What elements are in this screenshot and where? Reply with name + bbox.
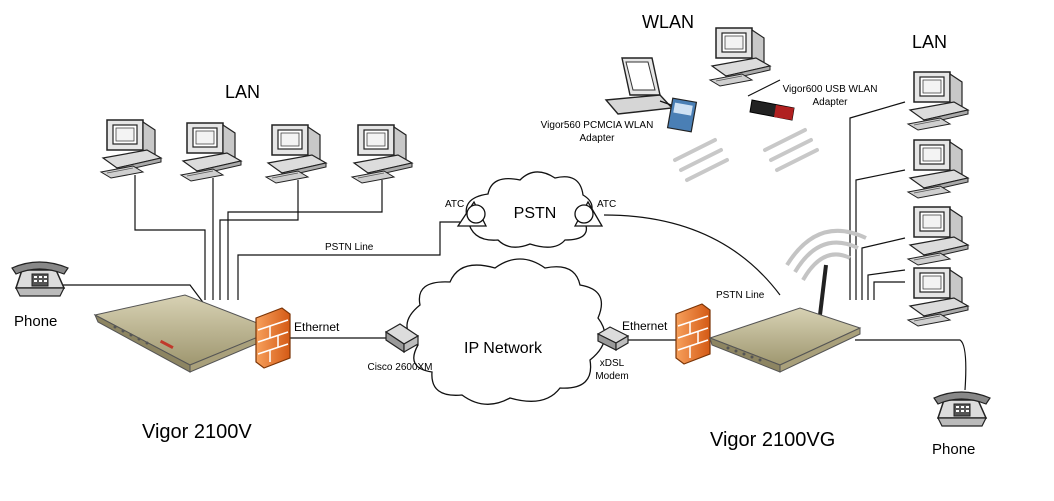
atc-right-label: ATC: [597, 199, 616, 210]
pcmcia-card-icon: [666, 97, 698, 133]
computer-icon: [265, 124, 327, 184]
vigor-2100v-label: Vigor 2100V: [142, 421, 252, 443]
firewall-icon: [675, 303, 711, 365]
antenna-icon: [818, 264, 828, 316]
ethernet-right-label: Ethernet: [622, 319, 668, 333]
pstn-line-right-label: PSTN Line: [716, 290, 765, 301]
lan-left-label: LAN: [225, 82, 260, 102]
usb-label-line2: Adapter: [812, 97, 848, 108]
firewall-icon: [255, 307, 291, 369]
phone-right-label: Phone: [932, 441, 975, 458]
telephone-icon: [933, 391, 991, 427]
ethernet-left-label: Ethernet: [294, 320, 340, 334]
vigor-2100v-router: [93, 294, 277, 373]
cisco-router-icon: [384, 323, 420, 354]
wireless-waves-icon: [763, 128, 819, 172]
usb-adapter-icon: [747, 79, 795, 121]
computer-icon: [907, 206, 969, 266]
xdsl-modem-icon: [596, 326, 630, 352]
pstn-line-left-label: PSTN Line: [325, 242, 374, 253]
xdsl-label-line1: xDSL: [600, 358, 625, 369]
computer-icon: [100, 119, 162, 179]
wlan-label: WLAN: [642, 12, 694, 32]
pstn-cloud: PSTN: [465, 171, 593, 248]
pstn-label: PSTN: [514, 205, 557, 222]
phone-left-label: Phone: [14, 313, 57, 330]
atc-left-label: ATC: [445, 199, 464, 210]
atc-left: ATC: [445, 199, 488, 227]
vigor-2100vg-label: Vigor 2100VG: [710, 429, 835, 451]
computer-icon: [907, 71, 969, 131]
computer-icon: [907, 267, 969, 327]
ip-network-label: IP Network: [464, 340, 543, 357]
xdsl-label-line2: Modem: [595, 371, 628, 382]
computer-icon: [907, 139, 969, 199]
vigor-2100vg-router: [708, 307, 862, 373]
telephone-icon: [11, 261, 69, 297]
computer-icon: [351, 124, 413, 184]
wireless-waves-icon: [785, 228, 867, 281]
pcmcia-label-line1: Vigor560 PCMCIA WLAN: [541, 120, 654, 131]
pcmcia-label-line2: Adapter: [579, 133, 615, 144]
laptop-icon: [604, 57, 686, 115]
cisco-label: Cisco 2600XM: [367, 362, 432, 373]
computer-icon: [180, 122, 242, 182]
lan-right-label: LAN: [912, 32, 947, 52]
usb-label-line1: Vigor600 USB WLAN: [783, 84, 878, 95]
atc-right: ATC: [573, 199, 616, 227]
wireless-waves-icon: [673, 138, 729, 182]
ip-network-cloud: IP Network: [406, 258, 606, 405]
computer-icon: [709, 27, 771, 87]
